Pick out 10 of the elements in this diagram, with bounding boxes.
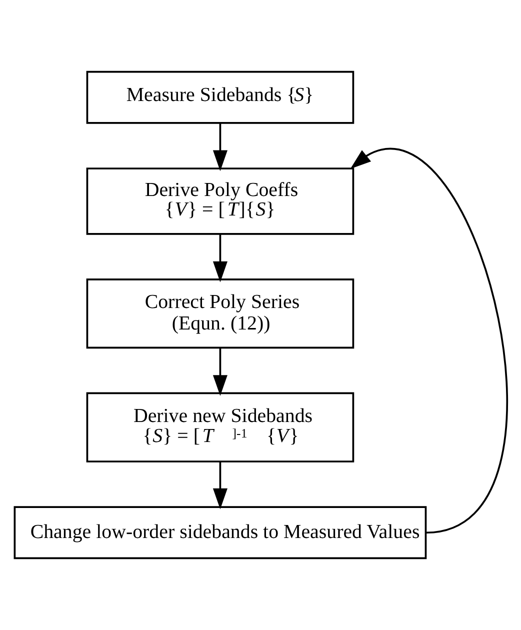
arrow (212, 123, 227, 172)
node-box: Change low-order sidebands to Measured Values (13, 506, 426, 560)
arrow (350, 148, 508, 534)
node-box: Derive new Sidebands {S} = [T]-1{V} (86, 392, 354, 462)
node-box: Measure Sidebands {S} (86, 70, 354, 124)
node-box: Derive Poly Coeffs {V} = [T]{S} (86, 168, 354, 235)
arrow (212, 348, 227, 396)
node-box: Correct Poly Series (Equn. (12)) (86, 278, 354, 349)
arrow (212, 234, 227, 282)
arrow (212, 462, 227, 510)
